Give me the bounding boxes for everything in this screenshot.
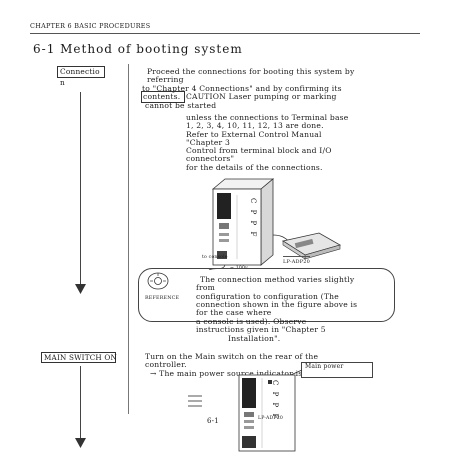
contents-box	[141, 91, 185, 103]
intro-line: for the details of the connections.	[186, 163, 323, 172]
main-switch-label-box	[41, 352, 116, 363]
reference-line: Installation".	[228, 334, 281, 343]
intro-line: connectors"	[186, 154, 235, 163]
figure-model-label: LP-ADP20	[283, 256, 311, 267]
intro-contents: contents.	[143, 92, 181, 101]
reference-box	[138, 268, 395, 322]
connection-label: Connectio	[60, 67, 100, 76]
connection-label-continued: n	[60, 78, 65, 87]
header-rule	[30, 33, 420, 34]
lightbulb-icon	[147, 272, 169, 290]
controller-side-text: C P P F	[249, 198, 257, 239]
front-panel-model-label: LP-ADP20	[258, 416, 283, 421]
chapter-header: CHAPTER 6 BASIC PROCEDURES	[30, 22, 151, 30]
intro-line: 1, 2, 3, 4, 10, 11, 12, 13 are done.	[186, 121, 324, 130]
reference-line: The connection method varies slightly	[200, 275, 355, 284]
caution-line: CAUTION Laser pumping or marking	[186, 92, 337, 101]
reference-line: for the case where	[196, 308, 272, 317]
main-switch-line: → The main power source indicator is lit…	[150, 369, 343, 378]
main-switch-label: MAIN SWITCH ON	[44, 353, 117, 362]
intro-line: Proceed the connections for booting this…	[147, 67, 355, 76]
page-number-glyph	[188, 395, 202, 407]
reference-line: connection shown in the figure above is	[196, 300, 358, 309]
reference-line: configuration to configuration (The	[196, 292, 339, 301]
reference-line: a console is used). Observe	[196, 317, 307, 326]
reference-icon	[146, 271, 170, 293]
section-title: 6-1 Method of booting system	[33, 42, 243, 56]
controller-illustration	[208, 178, 342, 271]
connection-figure	[195, 175, 345, 271]
front-panel-side-text: C P P F	[271, 380, 279, 421]
reference-line: from	[196, 283, 216, 292]
intro-line: Control from terminal block and I/O	[186, 146, 332, 155]
intro-line: cannot be started	[145, 101, 217, 110]
page-number: 6-1	[207, 417, 219, 425]
intro-line: Refer to External Control Manual	[186, 130, 322, 139]
connection-label-box	[57, 66, 105, 78]
controller-front-panel	[238, 374, 298, 452]
reference-line: instructions given in "Chapter 5	[196, 325, 326, 334]
intro-line: unless the connections to Terminal base	[186, 113, 349, 122]
controller-front-illustration	[238, 374, 296, 452]
intro-line: to "Chapter 4 Connections" and by confir…	[142, 84, 342, 93]
flow-line-2	[80, 366, 81, 440]
figure-cable-label: to console	[202, 255, 228, 260]
flow-arrow-down-icon	[75, 438, 86, 448]
main-switch-line: Turn on the Main switch on the rear of t…	[145, 352, 319, 361]
column-divider	[128, 64, 129, 414]
flow-line-1	[80, 92, 81, 287]
flow-arrow-down-icon	[75, 284, 86, 294]
main-power-callout-label: Main power	[305, 363, 344, 370]
intro-line: referring	[147, 75, 184, 84]
intro-line: "Chapter 3	[186, 138, 231, 147]
reference-icon-label: REFERENCE	[145, 296, 180, 301]
main-switch-line: controller.	[145, 360, 187, 369]
